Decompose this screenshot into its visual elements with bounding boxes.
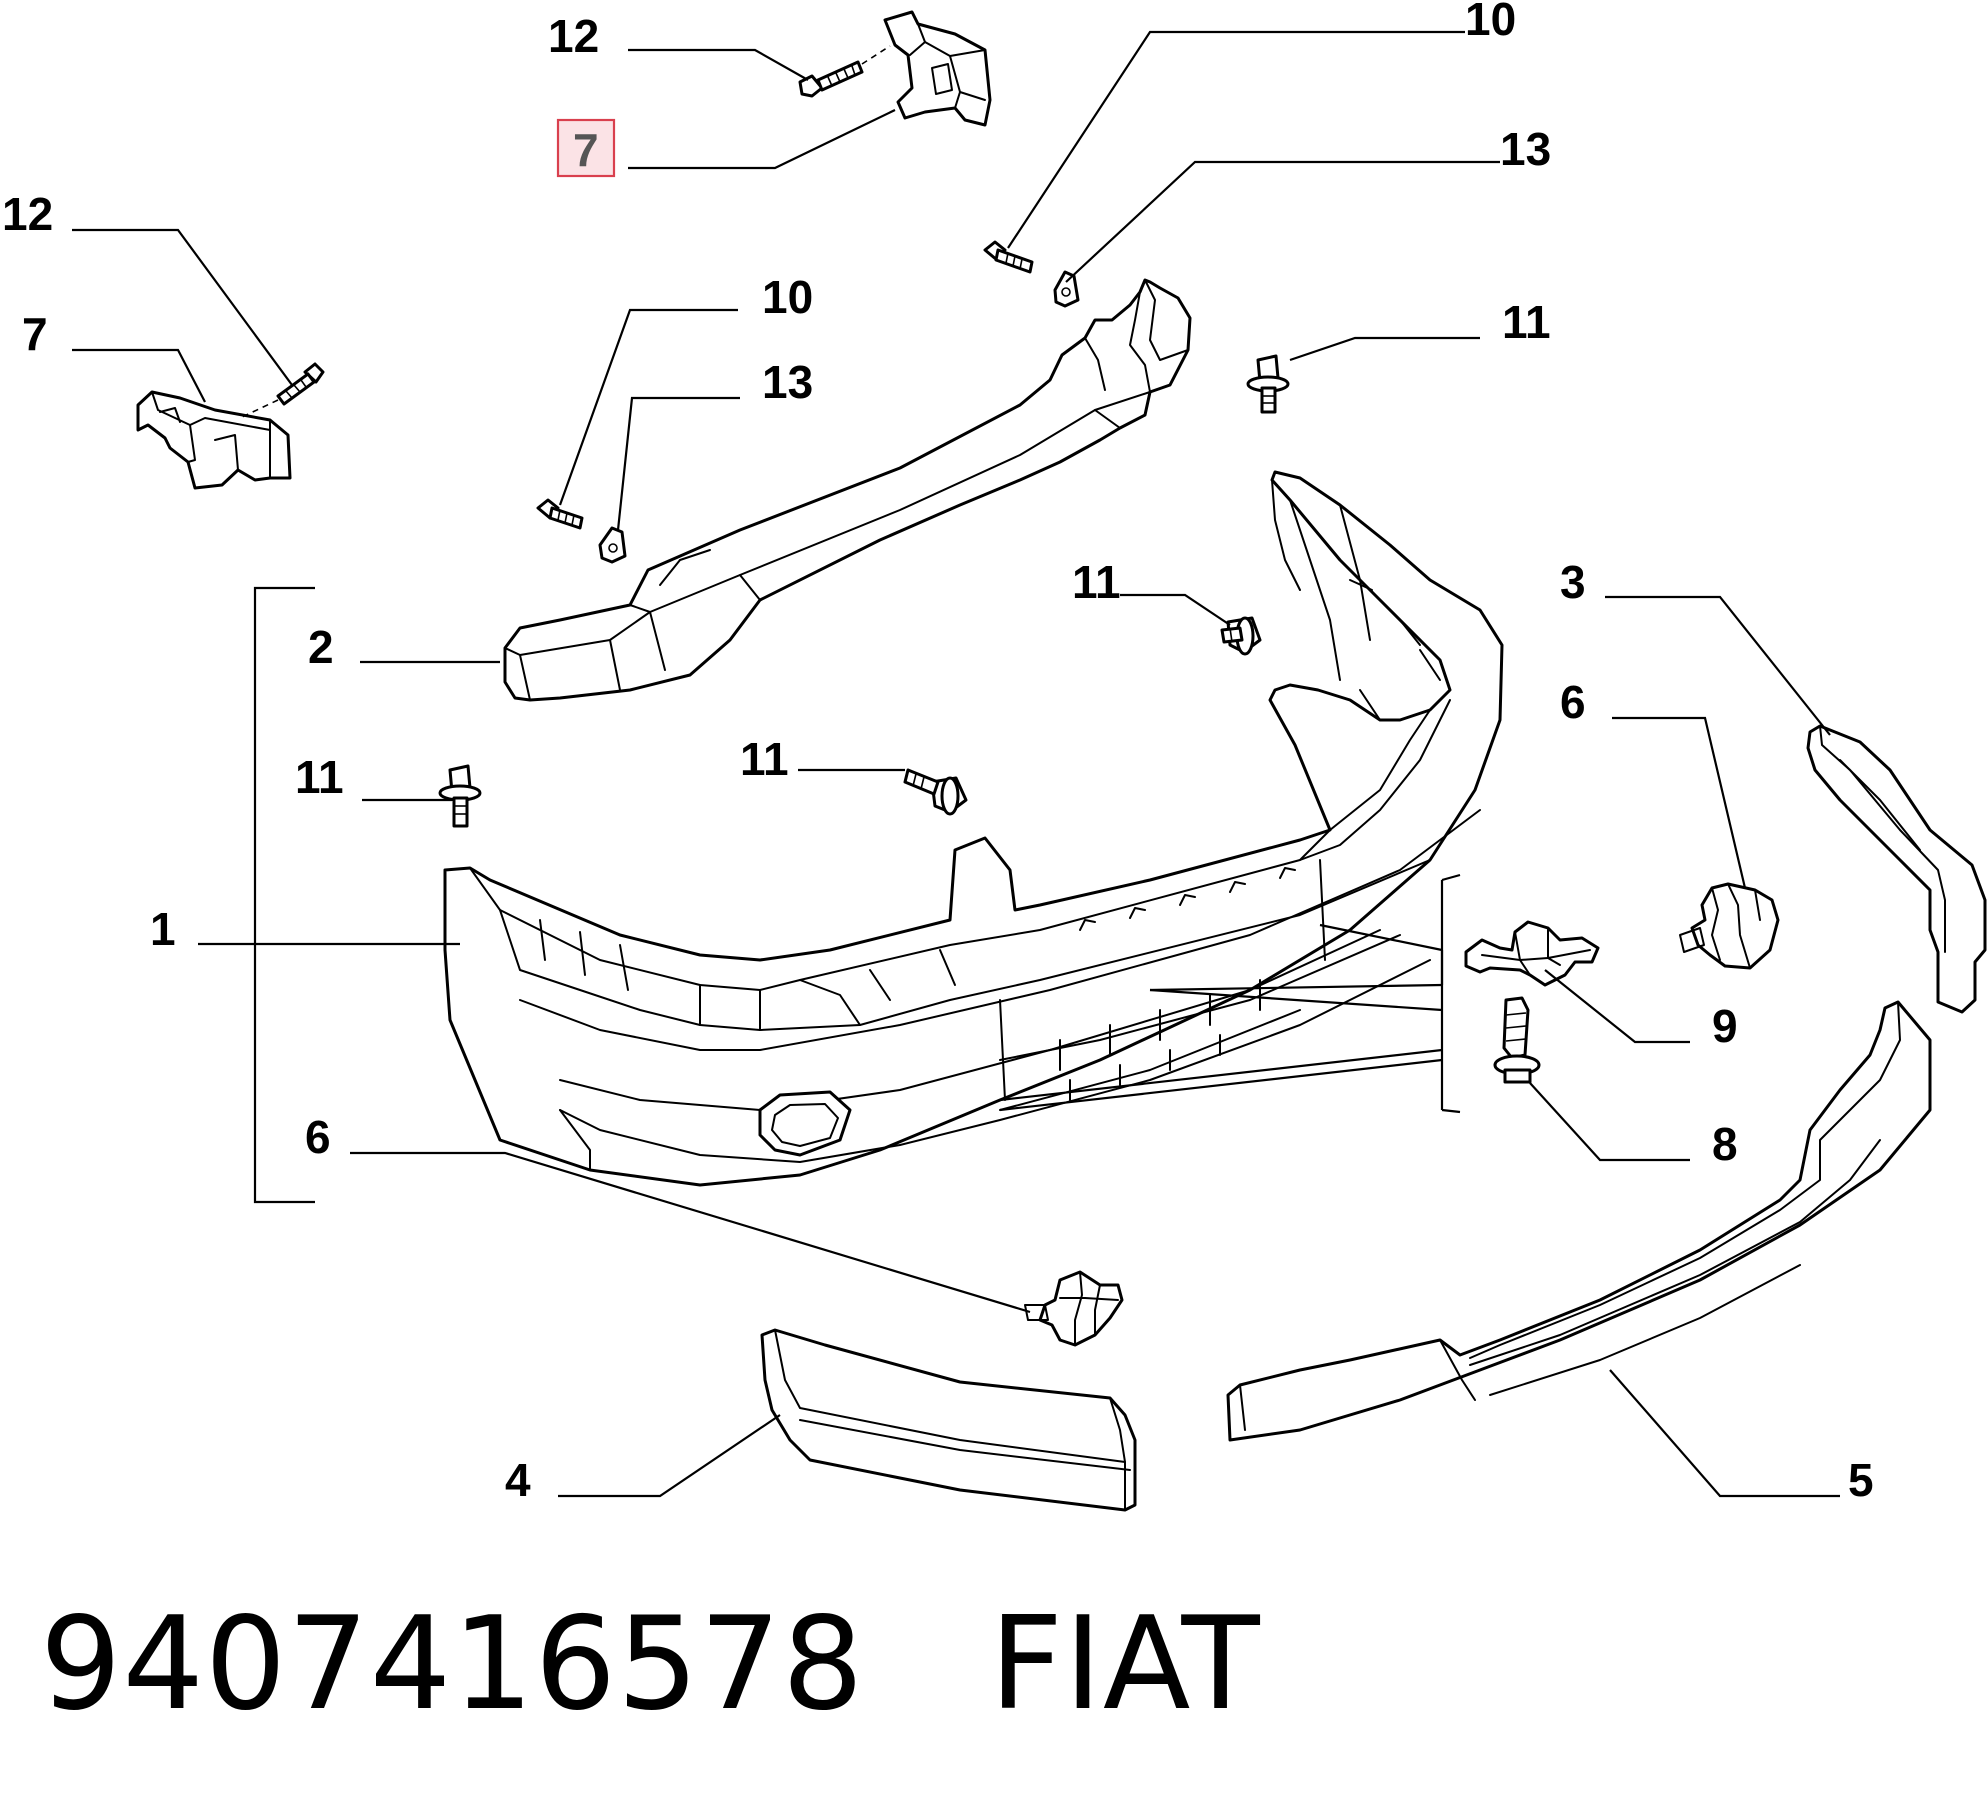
callout-8: 8 <box>1712 1118 1738 1170</box>
callout-13-mid: 13 <box>762 356 813 408</box>
callout-9: 9 <box>1712 1000 1738 1052</box>
part-10-bolt-mid <box>536 498 584 530</box>
brand-name: FIAT <box>989 1590 1261 1739</box>
part-2-beam <box>503 278 1192 702</box>
callout-3: 3 <box>1560 556 1586 608</box>
callout-12-top: 12 <box>548 10 599 62</box>
part-5-lower-right-strip <box>1226 1000 1932 1442</box>
callout-6-bottom: 6 <box>305 1111 331 1163</box>
part-7-bracket-left <box>136 390 292 490</box>
part-7-bracket-top <box>883 10 992 127</box>
part-10-bolt-top <box>983 240 1034 274</box>
footer-caption: 9407416578 FIAT <box>40 1590 1261 1739</box>
callout-4: 4 <box>505 1454 531 1506</box>
leader-lines <box>72 30 1840 1498</box>
callout-11-right-top: 11 <box>1502 296 1551 348</box>
callout-1: 1 <box>150 903 176 955</box>
part-6-clip-right <box>1679 882 1780 970</box>
callout-13-top: 13 <box>1500 123 1551 175</box>
highlight-box-7[interactable] <box>556 118 616 178</box>
callout-6-right: 6 <box>1560 676 1586 728</box>
callout-12-left: 12 <box>2 188 53 240</box>
callout-2: 2 <box>308 621 334 673</box>
part-1-bumper <box>443 470 1504 1187</box>
part-13-clip-top <box>1053 270 1080 308</box>
part-6-clip-bottom <box>1024 1270 1124 1347</box>
part-3-right-strip <box>1806 724 1987 1014</box>
group-bracket-1 <box>253 586 315 1204</box>
part-11-screw-mid <box>903 768 968 816</box>
callout-10-top: 10 <box>1465 0 1516 45</box>
callout-11-mid: 11 <box>740 733 789 785</box>
part-13-clip-mid <box>598 526 627 564</box>
callout-11-left: 11 <box>295 751 344 803</box>
callout-11-center: 11 <box>1072 556 1121 608</box>
callout-10-mid: 10 <box>762 271 813 323</box>
callout-7-left: 7 <box>22 308 48 360</box>
part-11-screw-left <box>438 764 482 828</box>
callout-5: 5 <box>1848 1454 1874 1506</box>
part-8-stud <box>1493 996 1541 1084</box>
part-11-screw-right-top <box>1246 354 1290 414</box>
part-12-bolt-left <box>239 362 325 419</box>
part-11-screw-center <box>1220 616 1262 656</box>
part-9-bracket <box>1464 920 1600 987</box>
callout-7-top-highlighted[interactable]: 7 <box>573 124 599 176</box>
part-number: 9407416578 <box>40 1590 865 1739</box>
part-4-lower-left-strip <box>760 1328 1137 1512</box>
part-12-bolt-top <box>798 45 891 98</box>
